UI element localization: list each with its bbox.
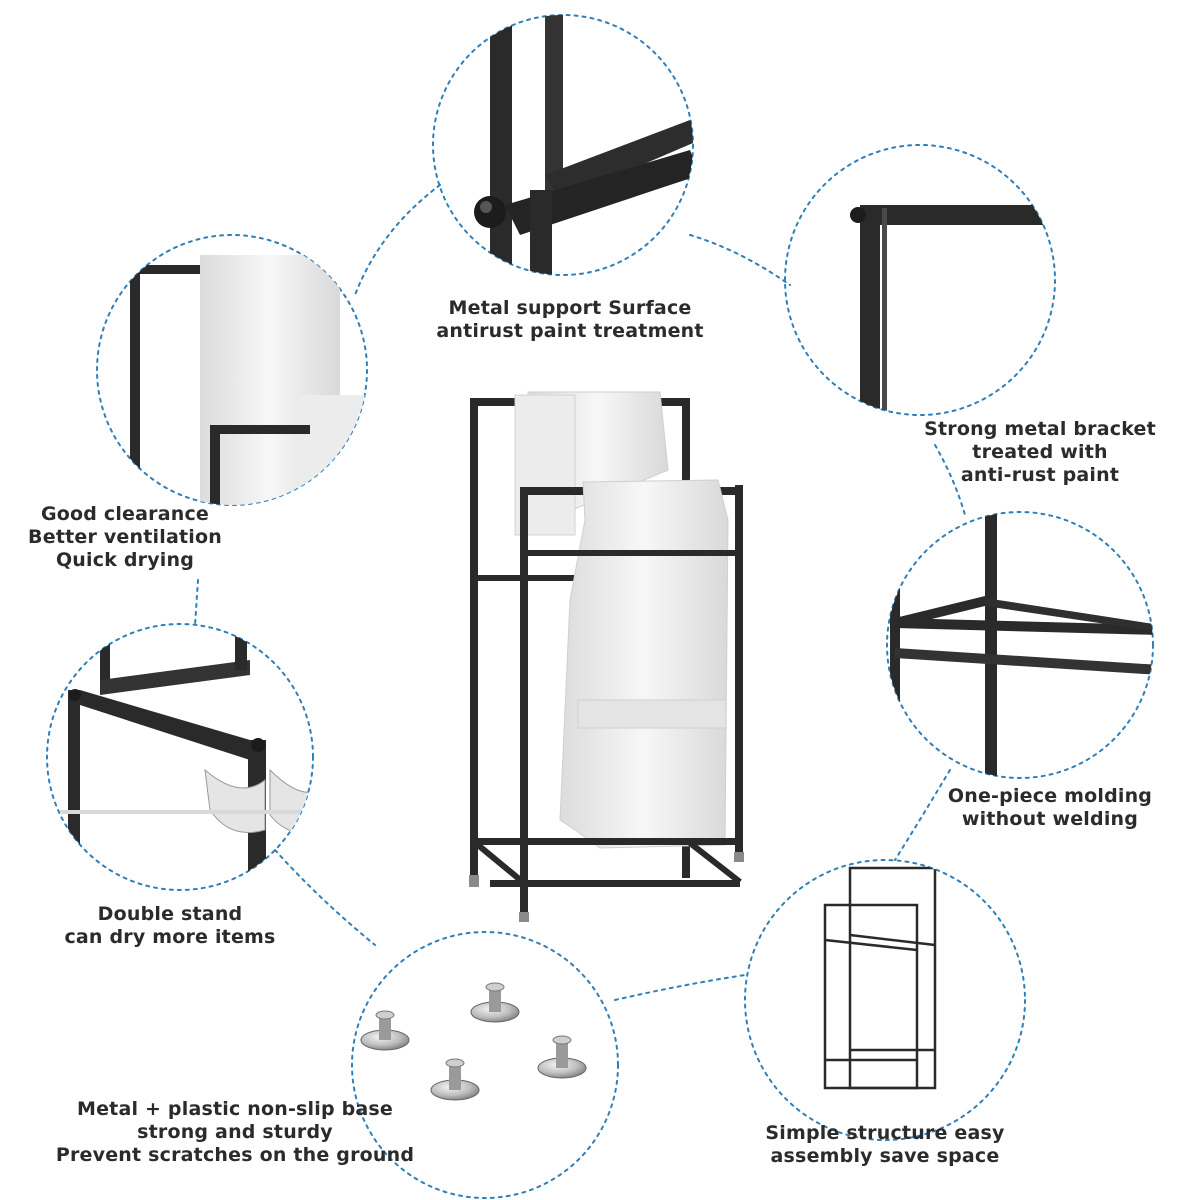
caption-line: Metal + plastic non-slip base [76, 1098, 394, 1120]
caption-line: assembly save space [770, 1145, 1000, 1167]
connector-top-right [689, 234, 791, 286]
caption-line: Quick drying [55, 549, 195, 571]
caption-good-clearance: Good clearance Better ventilation Quick … [5, 503, 245, 572]
caption-line: Prevent scratches on the ground [55, 1144, 415, 1166]
caption-line: Simple structure easy [765, 1122, 1005, 1144]
detail-structure-outline [823, 866, 937, 1090]
detail-molding [890, 512, 1153, 778]
connector-top-left [354, 184, 441, 296]
detail-double-stand [60, 624, 313, 890]
caption-line: One-piece molding [947, 785, 1153, 807]
caption-double-stand: Double stand can dry more items [45, 903, 295, 949]
detail-towel-clearance [130, 255, 367, 505]
caption-metal-support: Metal support Surface antirust paint tre… [410, 297, 730, 343]
foot-1 [360, 1010, 410, 1051]
circle-middle-left [46, 623, 314, 891]
connector-right-mright [934, 444, 966, 516]
caption-line: Better ventilation [28, 526, 222, 548]
caption-one-piece-molding: One-piece molding without welding [905, 785, 1195, 831]
circle-bottom-right [744, 859, 1026, 1141]
caption-strong-bracket: Strong metal bracket treated with anti-r… [905, 418, 1175, 487]
foot-2 [470, 982, 520, 1023]
connector-left-mleft [194, 579, 199, 626]
connector-mright-bright [894, 769, 951, 861]
detail-bracket-corner [850, 205, 1055, 415]
circle-middle-right [886, 511, 1154, 779]
connector-mleft-bleft [274, 849, 376, 946]
caption-simple-structure: Simple structure easy assembly save spac… [740, 1122, 1030, 1168]
caption-line: Double stand [97, 903, 243, 925]
caption-line: strong and sturdy [137, 1121, 333, 1143]
detail-joint-closeup [474, 15, 693, 275]
detail-nonslip-feet [360, 982, 587, 1101]
foot-4 [537, 1035, 587, 1079]
caption-line: Metal support Surface [448, 297, 692, 319]
caption-line: without welding [961, 808, 1139, 830]
circle-right [784, 144, 1056, 416]
caption-line: Good clearance [40, 503, 210, 525]
connector-bleft-bright [614, 974, 746, 1001]
connector-lines [194, 184, 966, 1001]
caption-line: treated with [972, 441, 1108, 463]
caption-line: Strong metal bracket [924, 418, 1156, 440]
product-towel-stand [469, 391, 744, 922]
circle-bottom-left [351, 931, 619, 1199]
caption-line: anti-rust paint [960, 464, 1120, 486]
foot-3 [430, 1058, 480, 1101]
detail-circles [46, 14, 1154, 1199]
circle-top [432, 14, 694, 276]
caption-nonslip-base: Metal + plastic non-slip base strong and… [40, 1098, 430, 1167]
caption-line: can dry more items [64, 926, 276, 948]
caption-line: antirust paint treatment [436, 320, 704, 342]
